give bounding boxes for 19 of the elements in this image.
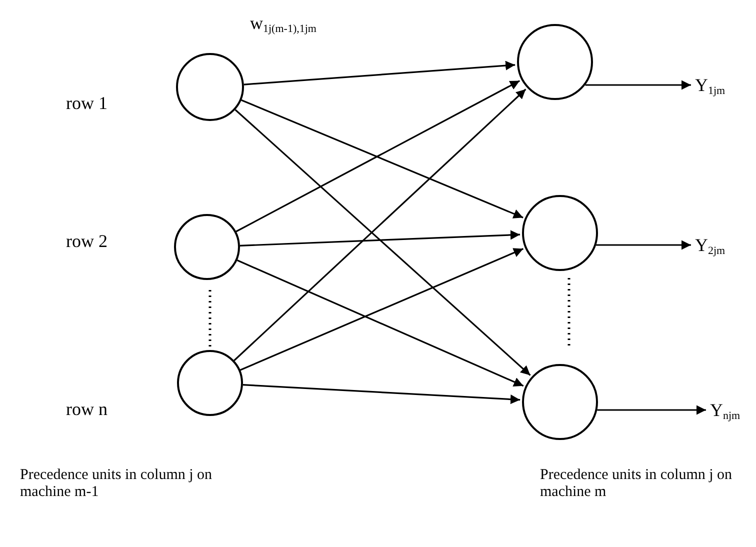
arrow	[241, 99, 524, 218]
arrow	[244, 60, 516, 86]
column-caption: Precedence units in column j on machine m	[540, 467, 734, 501]
arrow	[242, 384, 520, 404]
output-label: Y$_{1jm}$	[695, 74, 726, 102]
row-label: row 1	[66, 94, 108, 113]
arrow	[597, 405, 706, 415]
arrow	[240, 230, 520, 246]
row-label: row n	[66, 400, 108, 419]
column-caption: Precedence units in column j on machine m-1	[20, 467, 214, 501]
arrow	[236, 80, 520, 232]
arrow	[240, 248, 524, 371]
output-label: Y$_{2jm}$	[695, 234, 726, 262]
arrow	[585, 80, 691, 90]
row-label: row 2	[66, 232, 108, 251]
arrow	[596, 240, 691, 250]
weight-label: w$_{1j(m-1),1jm}$	[250, 14, 316, 37]
output-label: Y$_{njm}$	[710, 399, 740, 427]
arrow	[236, 260, 524, 387]
